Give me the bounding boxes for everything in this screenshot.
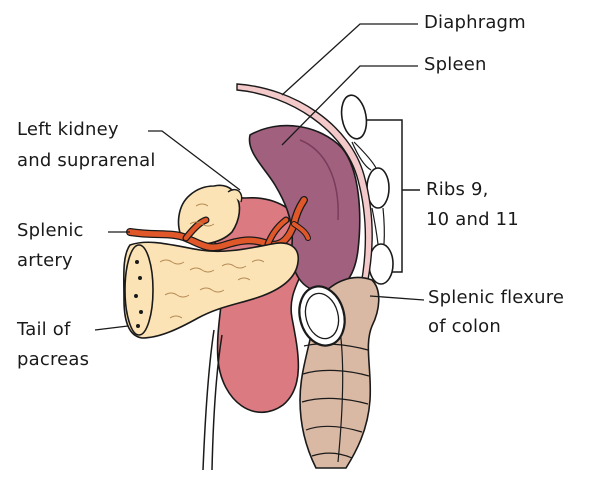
leader-left-kidney [148,131,240,190]
rib-11 [369,244,393,284]
label-ribs-line2: 10 and 11 [426,205,519,235]
label-diaphragm: Diaphragm [424,8,526,38]
label-splenic-artery-line2: artery [17,246,73,276]
leader-diaphragm [282,24,418,95]
pancreas-cut-surface [125,245,153,335]
label-spleen: Spleen [424,50,487,80]
label-left-kidney-line1: Left kidney [17,115,119,145]
label-splenic-flexure-line1: Splenic flexure [428,283,564,313]
label-ribs-line1: Ribs 9, [426,175,489,205]
label-splenic-flexure-line2: of colon [428,312,501,342]
label-splenic-artery-line1: Splenic [17,216,84,246]
label-tail-line1: Tail of [17,315,71,345]
label-left-kidney-line2: and suprarenal [17,146,156,176]
ureter [203,330,222,470]
rib-9 [338,93,369,140]
leader-tail [95,326,128,330]
label-tail-line2: pacreas [17,345,89,375]
